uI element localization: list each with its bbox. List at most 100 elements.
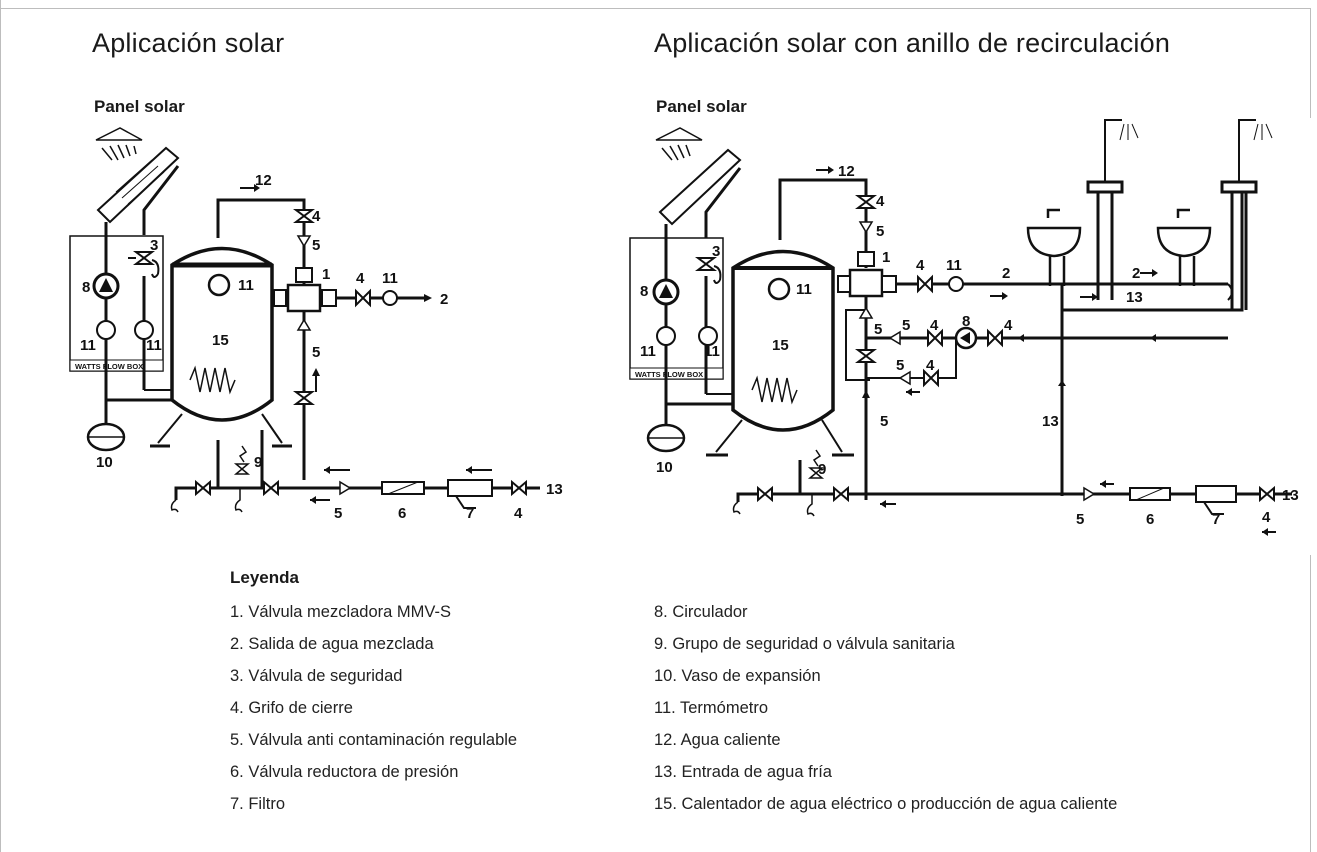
svg-text:3: 3 [712,243,720,260]
safety-group-icon [233,445,251,475]
shutoff-valve-icon [355,288,371,308]
svg-text:5: 5 [874,321,882,338]
svg-text:8: 8 [962,313,970,330]
svg-text:13: 13 [1126,289,1143,306]
wash-basin-icon [1026,208,1082,286]
svg-text:1: 1 [322,266,330,283]
legend-item: 15. Calentador de agua eléctrico o produ… [654,795,1118,813]
flow-box-label: WATTS FLOW BOX [75,362,143,371]
legend-item: 8. Circulador [654,603,748,621]
check-valve-icon [339,480,352,496]
svg-text:8: 8 [640,283,648,300]
svg-text:15: 15 [772,337,789,354]
svg-text:4: 4 [876,193,885,210]
flow-box-label: WATTS FLOW BOX [635,370,703,379]
legend-heading: Leyenda [230,568,299,587]
svg-text:7: 7 [466,505,474,522]
sun-icon [655,127,703,161]
legend-item: 9. Grupo de seguridad o válvula sanitari… [654,635,955,653]
shower-icon [1086,119,1139,300]
left-panel-label: Panel solar [94,97,185,116]
legend-item: 6. Válvula reductora de presión [230,763,459,781]
svg-text:13: 13 [546,481,563,498]
shutoff-valve-icon [293,209,315,223]
svg-text:4: 4 [1262,509,1271,526]
mixing-valve-icon [848,268,884,298]
svg-text:11: 11 [80,337,96,354]
legend-column-right: 8. Circulador 9. Grupo de seguridad o vá… [654,602,1117,826]
solar-panel-icon [658,148,742,226]
mixing-valve-icon [286,283,322,313]
svg-text:11: 11 [382,270,398,287]
svg-text:12: 12 [838,163,855,180]
svg-text:15: 15 [212,332,229,349]
shutoff-valve-icon [511,479,527,497]
legend-item: 4. Grifo de cierre [230,699,353,717]
right-schematic [629,119,1292,536]
svg-text:4: 4 [356,270,365,287]
legend-item: 10. Vaso de expansión [654,667,821,685]
thermometer-icon [134,320,154,340]
heating-coil-icon [751,375,798,405]
svg-text:2: 2 [1132,265,1140,282]
svg-text:11: 11 [146,337,162,354]
legend-item: 13. Entrada de agua fría [654,763,832,781]
left-callouts: 12 4 5 1 4 11 2 5 3 8 11 11 11 15 10 9 5… [75,172,563,522]
svg-text:7: 7 [1212,511,1220,528]
svg-text:11: 11 [946,257,962,274]
svg-text:6: 6 [1146,511,1154,528]
shutoff-valve-icon [855,349,877,363]
right-panel-label: Panel solar [656,97,747,116]
frame-left-border [0,0,1,852]
thermometer-icon [656,326,676,346]
svg-text:6: 6 [398,505,406,522]
svg-text:5: 5 [334,505,342,522]
svg-text:4: 4 [1004,317,1013,334]
svg-text:13: 13 [1282,487,1299,504]
left-schematic [69,127,540,513]
check-valve-icon [858,221,874,234]
check-valve-icon [296,318,312,331]
thermometer-icon [207,273,231,297]
svg-text:11: 11 [238,277,254,294]
right-diagram-title: Aplicación solar con anillo de recircula… [654,28,1171,58]
thermometer-icon [948,276,964,292]
heating-coil-icon [189,365,236,395]
svg-text:4: 4 [312,208,321,225]
drain-valve-icon [757,485,849,503]
shutoff-valve-icon [927,328,1003,348]
svg-text:5: 5 [876,223,884,240]
legend-item: 7. Filtro [230,795,286,813]
filter-icon [1195,485,1237,503]
safety-valve-icon [695,257,722,284]
filter-icon [447,479,493,497]
check-valve-icon [858,306,874,319]
thermometer-icon [698,326,718,346]
shutoff-valve-icon [293,391,315,405]
svg-text:5: 5 [312,237,320,254]
svg-text:2: 2 [440,291,448,308]
svg-text:8: 8 [82,279,90,296]
thermometer-icon [96,320,116,340]
right-callouts: 12 4 5 1 4 11 2 2 13 5 5 4 8 4 5 4 5 13 … [635,163,1299,528]
wash-basin-icon [1156,208,1212,286]
check-valve-icon [898,370,911,386]
shutoff-valve-icon [855,195,877,209]
shower-icon [1220,119,1273,310]
thermometer-icon [767,277,791,301]
svg-text:10: 10 [96,454,113,471]
shutoff-valve-icon [1259,485,1275,503]
legend-item: 2. Salida de agua mezclada [230,635,434,653]
solar-panel-icon [96,146,180,224]
svg-text:5: 5 [880,413,888,430]
drain-valve-icon [195,479,279,497]
svg-text:5: 5 [896,357,904,374]
safety-group-icon [807,449,825,479]
legend-item: 5. Válvula anti contaminación regulable [230,731,518,749]
svg-text:4: 4 [930,317,939,334]
check-valve-icon [888,330,901,346]
svg-text:13: 13 [1042,413,1059,430]
frame-right-border-lower [1310,555,1311,852]
svg-text:9: 9 [254,454,262,471]
